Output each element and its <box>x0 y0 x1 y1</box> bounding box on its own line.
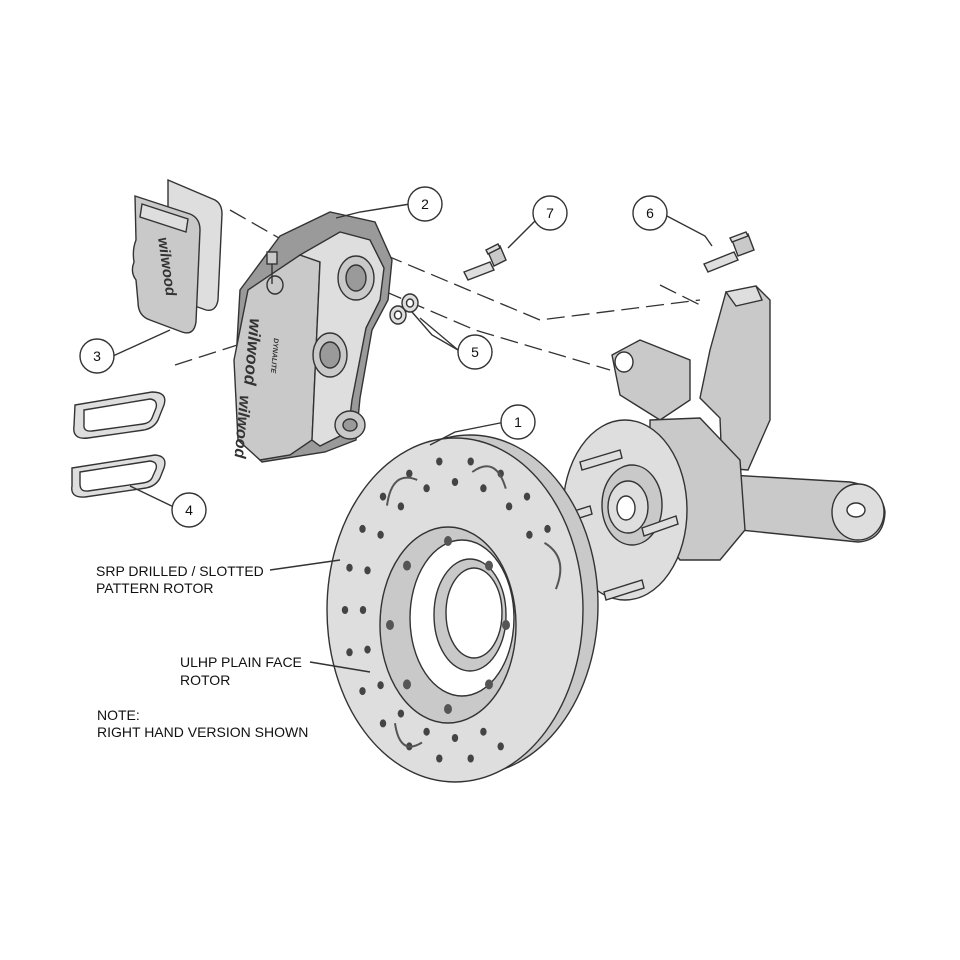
brake-pad: wilwood <box>131 178 223 334</box>
callout-4-number: 4 <box>185 502 193 518</box>
rotor-drill-hole <box>423 484 430 493</box>
rotor-drill-hole <box>436 457 443 466</box>
srp-label-line-1: SRP DRILLED / SLOTTED <box>96 563 264 579</box>
brake-rotor <box>326 434 599 783</box>
rotor-drill-hole <box>497 469 504 478</box>
rotor-drill-hole <box>379 492 387 501</box>
rotor-slot <box>471 465 507 489</box>
rotor-drill-hole <box>497 742 504 751</box>
caliper-bolt <box>463 243 507 281</box>
rotor-hat-hole <box>444 536 452 546</box>
rotor-drill-hole <box>364 645 371 654</box>
rotor-drill-hole <box>406 469 413 478</box>
rotor-drill-hole <box>359 606 367 614</box>
callout-1-number: 1 <box>514 414 522 430</box>
caliper-sub-logo: DYNALITE <box>269 338 279 374</box>
rotor-drill-hole <box>359 687 366 696</box>
rotor-drill-hole <box>359 524 366 533</box>
callout-7: 7 <box>532 195 568 231</box>
rotor-drill-hole <box>377 530 384 539</box>
rotor-drill-hole <box>341 606 349 614</box>
callout-3: 3 <box>79 338 115 374</box>
ulhp-label-line-1: ULHP PLAIN FACE <box>180 654 302 670</box>
rotor-drill-hole <box>523 492 531 501</box>
rotor-drill-hole <box>505 502 513 511</box>
brake-caliper: wilwood wilwood DYNALITE <box>230 211 393 463</box>
rotor-hat-hole <box>485 679 493 690</box>
rotor-hat-hole <box>386 620 394 630</box>
rotor-drill-hole <box>436 754 443 763</box>
callout-1: 1 <box>500 404 536 440</box>
rotor-drill-hole <box>397 709 405 718</box>
rotor-hat-hole <box>485 560 493 571</box>
ulhp-rotor-label: ULHP PLAIN FACE ROTOR <box>180 654 302 688</box>
rotor-drill-hole <box>377 681 384 690</box>
rotor-drill-hole <box>480 484 487 493</box>
rotor-drill-hole <box>379 719 387 728</box>
rotor-drill-hole <box>364 566 371 575</box>
callout-3-number: 3 <box>93 348 101 364</box>
rotor-slot <box>394 723 423 748</box>
caliper-brand-logo-2: wilwood <box>230 395 253 461</box>
rotor-drill-hole <box>480 727 487 736</box>
rotor-drill-hole <box>397 502 405 511</box>
rotor-drill-hole <box>544 524 551 533</box>
note-block: NOTE: RIGHT HAND VERSION SHOWN <box>97 707 308 740</box>
rotor-drill-hole <box>451 478 459 486</box>
rotor-hat-hole <box>403 560 411 571</box>
rotor-drill-hole <box>423 727 430 736</box>
leader-lines <box>112 203 713 673</box>
note-heading: NOTE: <box>97 707 140 723</box>
rotor-drill-hole <box>467 754 474 763</box>
mount-bolt <box>703 231 755 273</box>
rotor-drill-hole <box>451 734 459 742</box>
rotor-drill-hole <box>346 648 353 657</box>
rotor-drill-hole <box>346 563 353 572</box>
srp-rotor-label: SRP DRILLED / SLOTTED PATTERN ROTOR <box>96 563 264 596</box>
callout-2: 2 <box>407 186 443 222</box>
callout-5: 5 <box>457 334 493 370</box>
rotor-hat-hole <box>403 679 411 690</box>
brake-shims <box>71 391 166 498</box>
srp-label-line-2: PATTERN ROTOR <box>96 580 213 596</box>
ulhp-label-line-2: ROTOR <box>180 672 230 688</box>
callout-6-number: 6 <box>646 205 654 221</box>
callout-2-number: 2 <box>421 196 429 212</box>
rotor-slot <box>386 476 418 506</box>
rotor-slot <box>543 542 562 590</box>
callout-5-number: 5 <box>471 344 479 360</box>
callout-6: 6 <box>632 195 668 231</box>
washers <box>389 293 419 325</box>
callout-4: 4 <box>171 492 207 528</box>
wheel-hub <box>551 419 688 601</box>
callout-7-number: 7 <box>546 205 554 221</box>
rotor-drill-hole <box>467 457 474 466</box>
rotor-drill-hole <box>526 530 533 539</box>
rotor-hat-hole <box>444 704 452 714</box>
rotor-hat-hole <box>502 620 510 630</box>
note-text: RIGHT HAND VERSION SHOWN <box>97 724 308 740</box>
